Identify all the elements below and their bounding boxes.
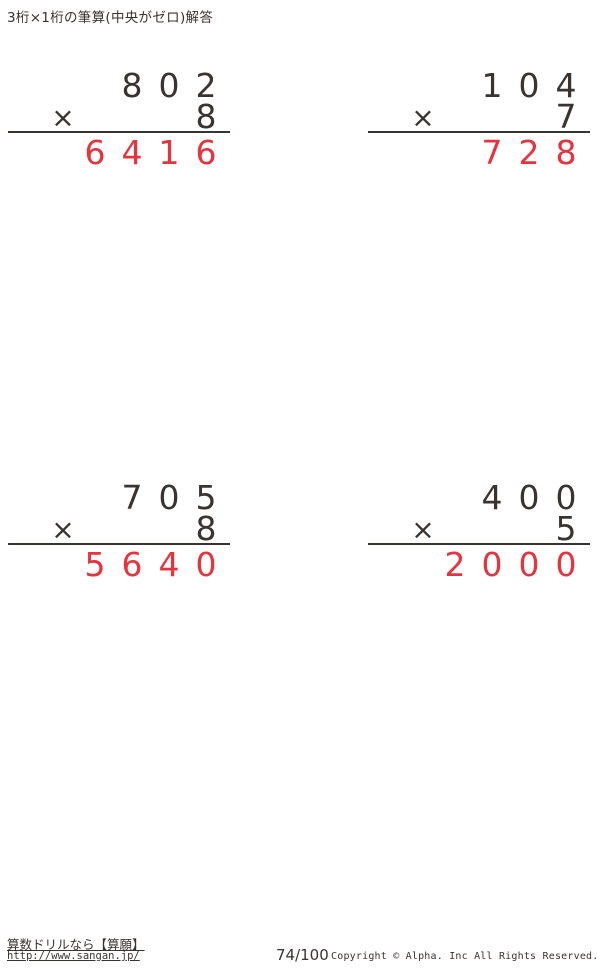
product-digit: 4 (121, 133, 143, 172)
multiply-sign: × (51, 513, 75, 546)
answer-line (368, 131, 590, 133)
answer-line (368, 543, 590, 545)
product-digit: 8 (555, 133, 577, 172)
multiplier-digit: 7 (555, 97, 577, 136)
worksheet-title: 3桁×1桁の筆算(中央がゼロ)解答 (7, 10, 214, 26)
product-digit: 5 (84, 545, 106, 584)
multiply-sign: × (411, 101, 435, 134)
multiplicand-digit: 7 (121, 478, 143, 517)
product-digit: 6 (84, 133, 106, 172)
multiplicand-digit: 2 (195, 66, 217, 105)
problem-3: 7 0 5 × 8 5 6 4 0 (8, 476, 230, 588)
multiplier-digit: 5 (555, 509, 577, 548)
multiplicand-digit: 4 (555, 66, 577, 105)
problem-4: 4 0 0 × 5 2 0 0 0 (368, 476, 590, 588)
multiplicand-digit: 5 (195, 478, 217, 517)
product-digit: 0 (481, 545, 503, 584)
product-digit: 0 (555, 545, 577, 584)
product-digit: 2 (444, 545, 466, 584)
multiplicand-digit: 0 (158, 66, 180, 105)
multiplicand-digit: 8 (121, 66, 143, 105)
product-digit: 7 (481, 133, 503, 172)
site-url-link[interactable]: http://www.sangan.jp/ (7, 950, 140, 962)
answer-line (8, 131, 230, 133)
product-digit: 0 (518, 545, 540, 584)
multiplicand-digit: 0 (158, 478, 180, 517)
product-digit: 1 (158, 133, 180, 172)
multiplicand-digit: 0 (555, 478, 577, 517)
product-digit: 0 (195, 545, 217, 584)
product-digit: 6 (121, 545, 143, 584)
problem-2: 1 0 4 × 7 7 2 8 (368, 64, 590, 176)
multiplicand-digit: 4 (481, 478, 503, 517)
multiplicand-digit: 0 (518, 478, 540, 517)
problem-1: 8 0 2 × 8 6 4 1 6 (8, 64, 230, 176)
copyright-text: Copyright © Alpha. Inc All Rights Reserv… (331, 951, 599, 962)
product-digit: 2 (518, 133, 540, 172)
multiplier-digit: 8 (195, 509, 217, 548)
site-link[interactable]: 算数ドリルなら【算願】 (7, 937, 145, 952)
answer-line (8, 543, 230, 545)
product-digit: 4 (158, 545, 180, 584)
page-number: 74/100 (276, 946, 329, 964)
multiply-sign: × (51, 101, 75, 134)
multiplier-digit: 8 (195, 97, 217, 136)
multiplicand-digit: 0 (518, 66, 540, 105)
multiplicand-digit: 1 (481, 66, 503, 105)
multiply-sign: × (411, 513, 435, 546)
product-digit: 6 (195, 133, 217, 172)
